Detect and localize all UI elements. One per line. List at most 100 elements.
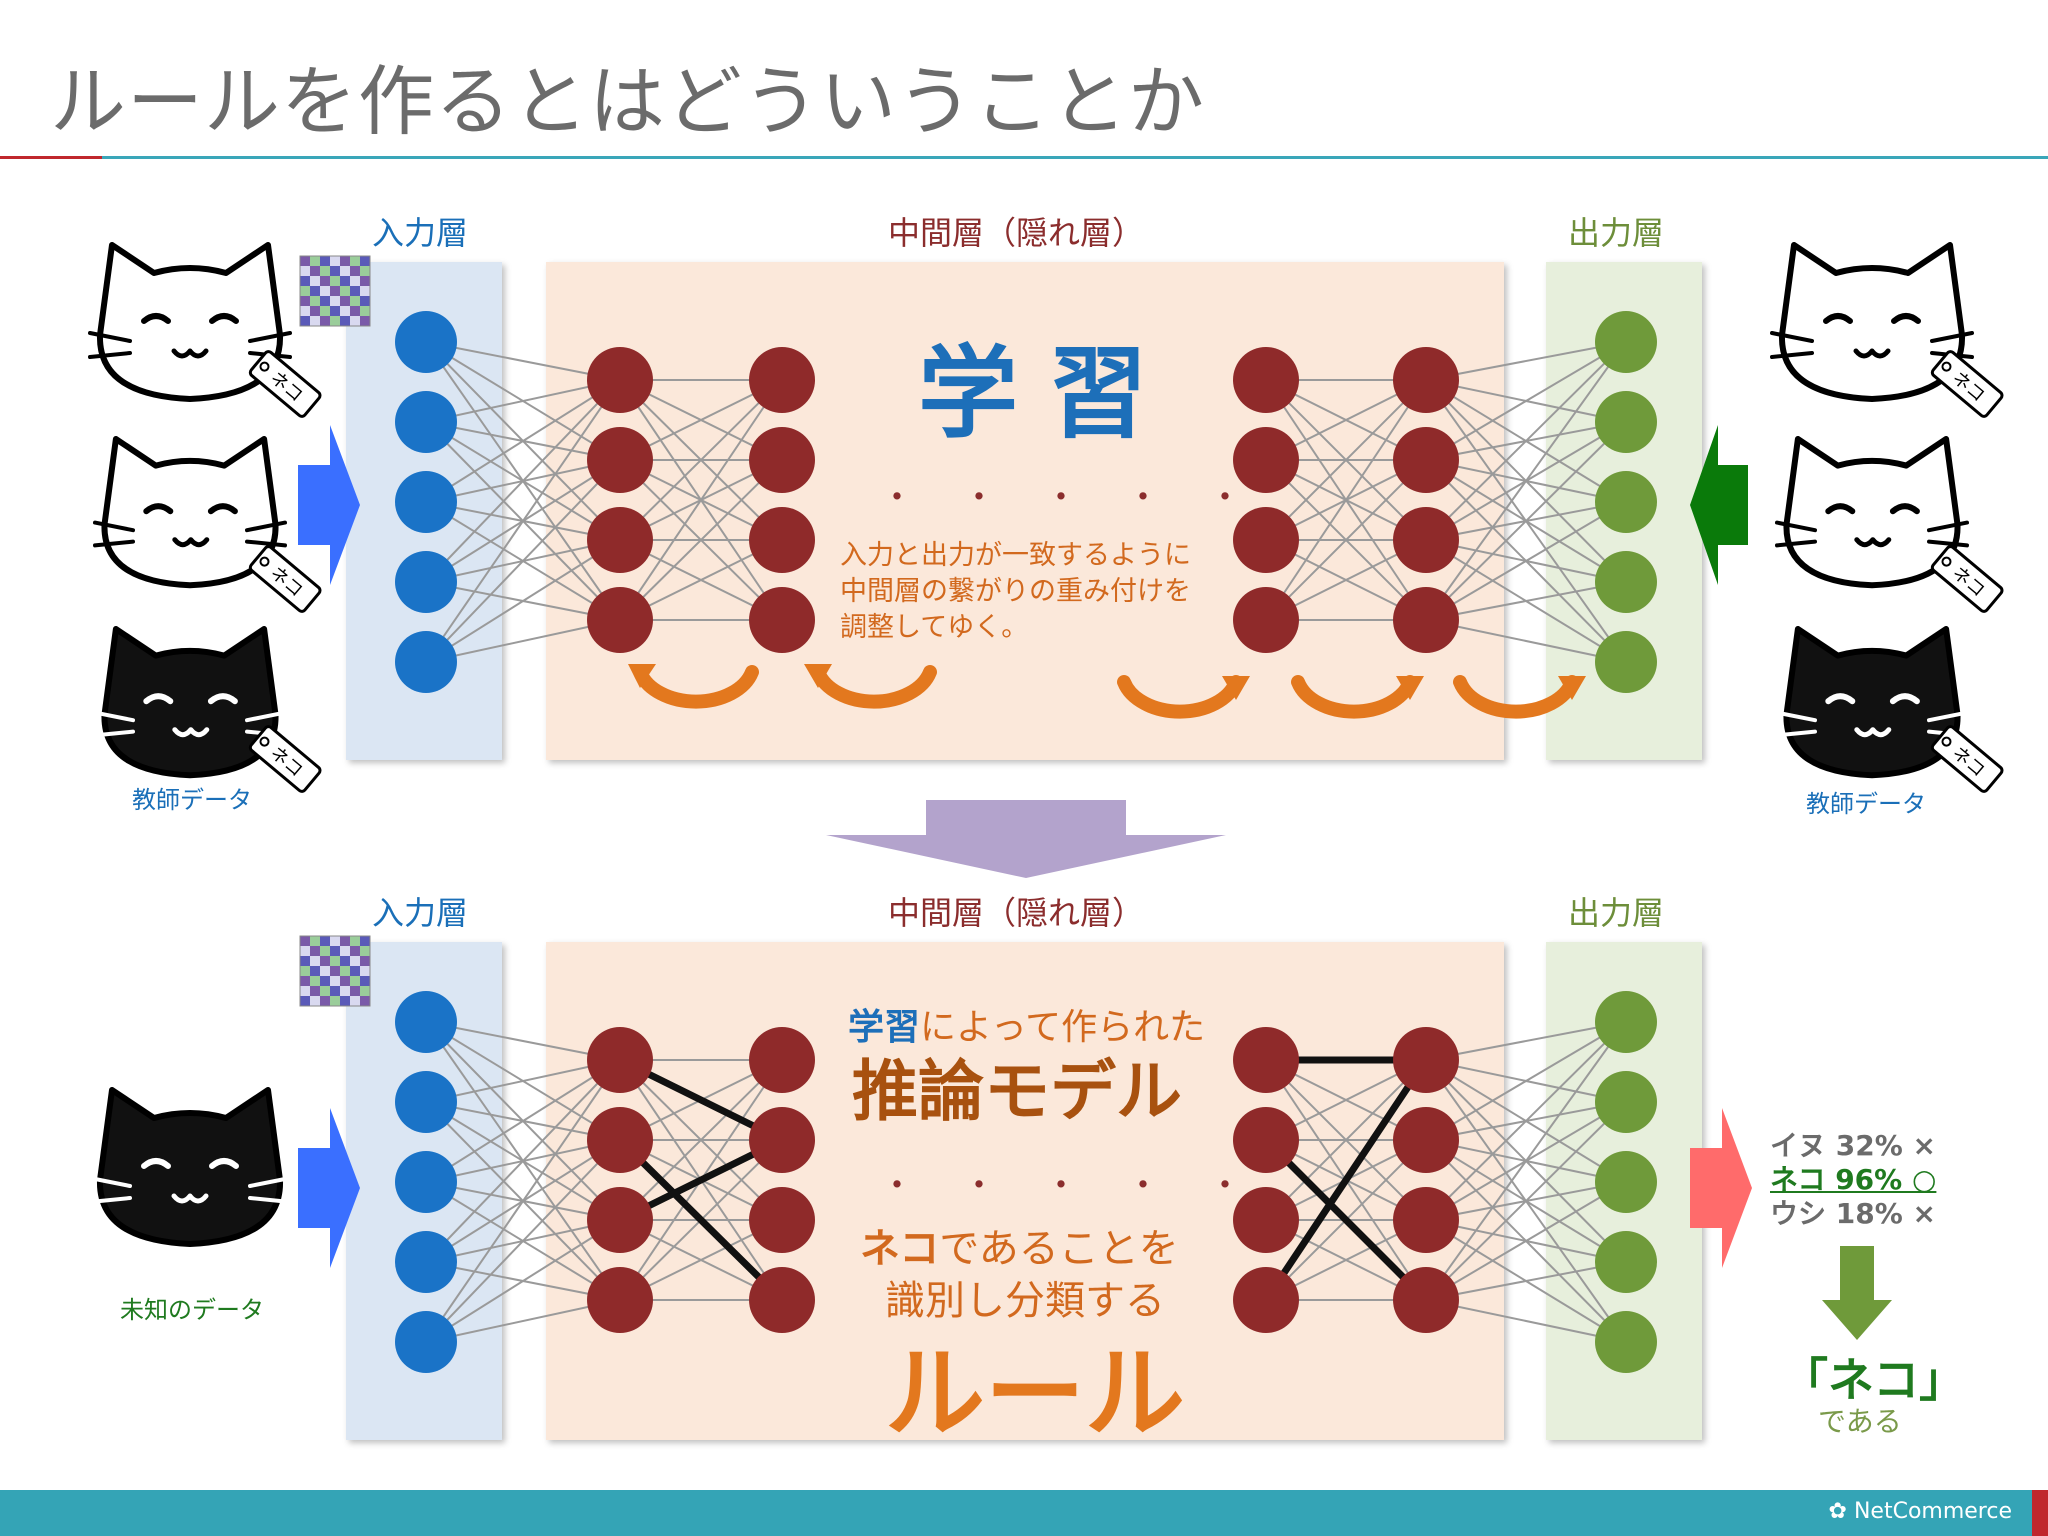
company-logo: ✿ NetCommerce: [1829, 1499, 2012, 1524]
inference-model-title: 推論モデル: [852, 1053, 1182, 1130]
pixel-cell: [350, 956, 360, 966]
input-node: [395, 1151, 457, 1213]
name-tag-icon: ネコ: [248, 545, 322, 613]
cat-whisker: [1775, 539, 1817, 548]
pixel-cell: [330, 306, 340, 316]
pixel-cell: [310, 966, 320, 976]
neko-caption: ネコであることを: [860, 1216, 1179, 1274]
bottom-output-label: 出力層: [1568, 894, 1665, 932]
connection-line: [425, 459, 621, 663]
neko-rest: であることを: [939, 1226, 1179, 1272]
cat-whisker: [93, 539, 135, 548]
title-rule-teal: [102, 156, 2048, 159]
cat-eye: [207, 693, 238, 705]
output-node: [1595, 391, 1657, 453]
pixel-cell: [310, 956, 320, 966]
cat-eye: [207, 503, 238, 515]
connection-line: [1265, 1059, 1427, 1221]
pixel-cell: [350, 256, 360, 266]
hidden-node: [587, 507, 653, 573]
connection-line: [425, 379, 621, 423]
pixel-cell: [320, 286, 330, 296]
connection-line: [425, 1219, 621, 1343]
hidden-node: [1393, 507, 1459, 573]
pixel-cell: [310, 306, 320, 316]
pixel-cell: [310, 276, 320, 286]
cat-head: [1783, 436, 1961, 589]
pixel-grid-border: [299, 255, 371, 327]
learning-description: 入力と出力が一致するように 中間層の繋がりの重み付けを 調整してゆく。: [840, 538, 1191, 646]
cat-mouth: [172, 727, 210, 738]
learn-word: 学習: [848, 1007, 921, 1048]
pixel-grid-top-icon: [299, 255, 371, 327]
pixel-cell: [360, 976, 370, 986]
strong-connection: [1263, 1137, 1429, 1303]
pixel-cell: [310, 286, 320, 296]
hidden-node: [1233, 427, 1299, 493]
cat-whisker: [1775, 520, 1817, 533]
pixel-cell: [320, 936, 330, 946]
cat-calico-right-icon: [1775, 436, 1969, 589]
cat-eye: [209, 313, 239, 324]
pixel-cell: [310, 256, 320, 266]
tag-hole: [1941, 736, 1952, 747]
output-node: [1595, 1311, 1657, 1373]
pixel-cell: [350, 296, 360, 306]
hidden-node: [1393, 427, 1459, 493]
tag-hole: [259, 556, 270, 567]
cat-smiling-right-icon: [1770, 242, 1974, 402]
hidden-node: [587, 1027, 653, 1093]
pixel-cell: [330, 966, 340, 976]
cat-eye: [1825, 503, 1856, 515]
hidden-node: [1393, 587, 1459, 653]
hidden-node: [749, 347, 815, 413]
connection-line: [1425, 1021, 1627, 1221]
pixel-cell: [350, 276, 360, 286]
pixel-cell: [310, 996, 320, 1006]
pixel-cell: [330, 946, 340, 956]
pixel-cell: [340, 946, 350, 956]
tag-hole: [259, 736, 270, 747]
hidden-node: [1233, 507, 1299, 573]
pixel-cell: [320, 996, 330, 1006]
hidden-node: [1393, 347, 1459, 413]
connection-line: [1425, 341, 1627, 621]
pixel-cell: [300, 286, 310, 296]
pixel-cell: [340, 936, 350, 946]
cat-head: [1783, 626, 1961, 779]
pixel-cell: [300, 966, 310, 976]
input-node: [395, 551, 457, 613]
hidden-node: [587, 427, 653, 493]
cat-mouth: [171, 348, 209, 359]
pixel-cell: [350, 986, 360, 996]
desc-line-1: 入力と出力が一致するように: [840, 540, 1191, 571]
output-node: [1595, 631, 1657, 693]
pixel-cell: [330, 316, 340, 326]
final-answer-sub: である: [1818, 1405, 1902, 1438]
hidden-node: [749, 1027, 815, 1093]
connection-line: [1265, 379, 1427, 541]
pixel-cell: [340, 306, 350, 316]
pixel-cell: [310, 316, 320, 326]
pixel-cell: [300, 976, 310, 986]
hidden-node: [587, 1107, 653, 1173]
input-node: [395, 391, 457, 453]
connection-line: [1265, 459, 1427, 621]
connection-line: [425, 1059, 621, 1263]
pixel-cell: [340, 276, 350, 286]
bottom-middle-label: 中間層（隠れ層）: [888, 894, 1145, 932]
pixel-cell: [300, 316, 310, 326]
pixel-cell: [340, 966, 350, 976]
connection-line: [1425, 1299, 1627, 1343]
input-node: [395, 1071, 457, 1133]
pixel-cell: [300, 936, 310, 946]
final-answer: 「ネコ」: [1782, 1353, 1966, 1407]
pixel-cell: [300, 276, 310, 286]
hidden-node: [587, 1267, 653, 1333]
tag-hole: [1941, 361, 1952, 372]
pixel-cell: [300, 986, 310, 996]
desc-line-3: 調整してゆく。: [840, 612, 1029, 643]
pixel-cell: [360, 276, 370, 286]
pixel-cell: [300, 996, 310, 1006]
pixel-cell: [360, 316, 370, 326]
